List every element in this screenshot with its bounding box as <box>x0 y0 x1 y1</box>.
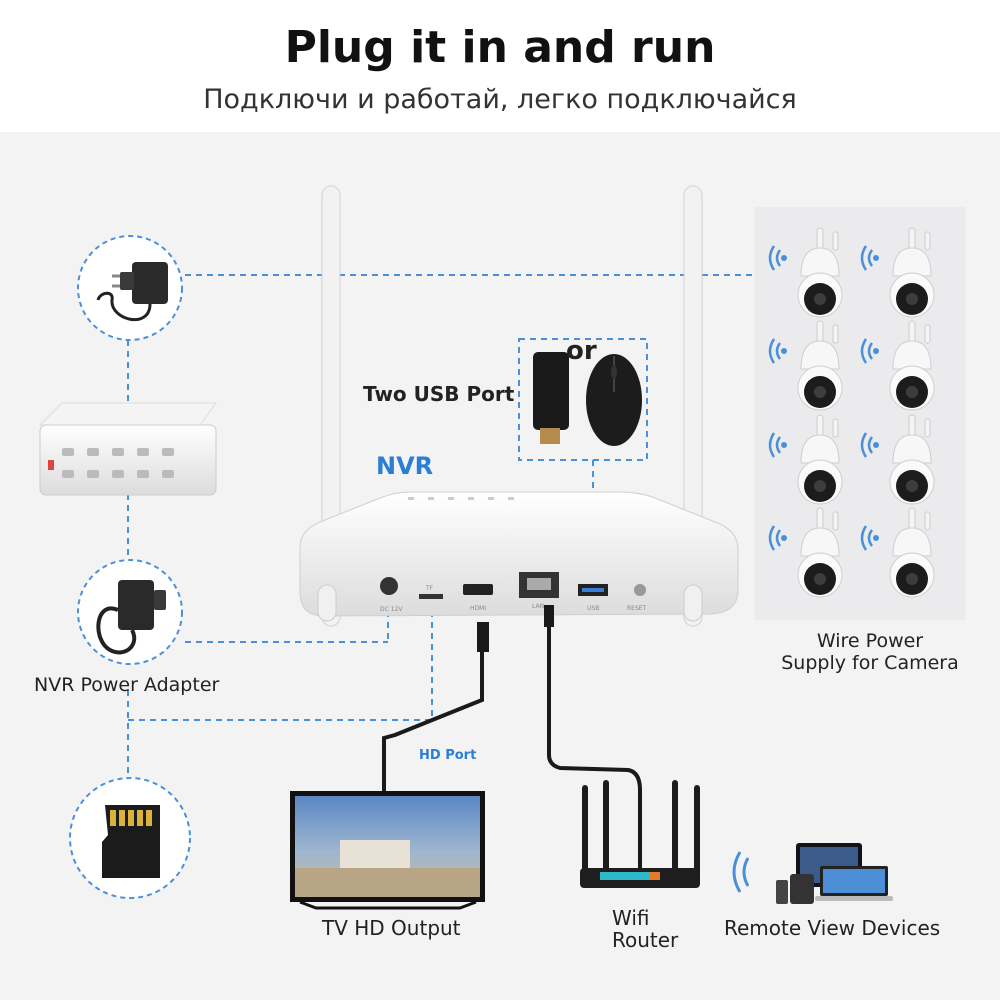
camera-icon <box>768 227 843 318</box>
svg-text:DC 12V: DC 12V <box>380 606 403 613</box>
nvr-adapter-label: NVR Power Adapter <box>34 674 220 696</box>
mouse-icon <box>586 354 642 446</box>
sd-card-icon <box>69 777 191 899</box>
remote-devices-label: Remote View Devices <box>724 916 941 940</box>
hdmi-port <box>463 584 493 595</box>
or-label: or <box>566 336 597 366</box>
camera-icon <box>768 507 843 598</box>
camera-icon <box>860 320 935 411</box>
camera-icon <box>768 320 843 411</box>
power-adapter-top <box>77 235 183 341</box>
svg-text:RESET: RESET <box>627 605 647 612</box>
page-subtitle: Подключи и работай, легко подключайся <box>203 84 797 115</box>
router-label-line2: Router <box>612 928 679 952</box>
svg-text:LAN: LAN <box>532 603 544 610</box>
hdmi-cable <box>382 645 484 792</box>
cables <box>382 620 642 870</box>
dc-port <box>380 577 398 595</box>
nvr-device: DC 12V TF HDMI LAN USB RESET <box>299 185 739 627</box>
power-strip <box>38 402 217 496</box>
camera-label-line2: Supply for Camera <box>781 652 959 674</box>
svg-text:TF: TF <box>425 585 434 592</box>
camera-icon <box>860 414 935 505</box>
camera-icon <box>768 414 843 505</box>
tv-output-label: TV HD Output <box>322 916 461 940</box>
page-title: Plug it in and run <box>284 22 716 73</box>
nvr-label: NVR <box>376 452 434 480</box>
hdmi-plug <box>477 622 489 652</box>
camera-icon <box>860 227 935 318</box>
usb-port-label: Two USB Port <box>363 382 515 406</box>
hd-port-label: HD Port <box>419 748 477 763</box>
svg-text:HDMI: HDMI <box>470 605 486 612</box>
router-icon <box>580 780 700 888</box>
usb-dashed-box <box>518 338 648 461</box>
lan-cable <box>547 620 642 870</box>
lan-plug <box>544 605 554 627</box>
tf-slot <box>419 594 443 599</box>
header: Plug it in and run Подключи и работай, л… <box>0 0 1000 132</box>
usb-dongle-icon <box>533 352 569 444</box>
tv-icon <box>290 791 485 910</box>
remote-devices-icon <box>732 843 893 904</box>
camera-icon <box>860 507 935 598</box>
svg-text:USB: USB <box>587 605 599 612</box>
nvr-adapter-icon <box>77 559 183 665</box>
reset-button <box>634 584 646 596</box>
router-label-line1: Wifi <box>612 906 650 930</box>
camera-label-line1: Wire Power <box>816 630 924 652</box>
